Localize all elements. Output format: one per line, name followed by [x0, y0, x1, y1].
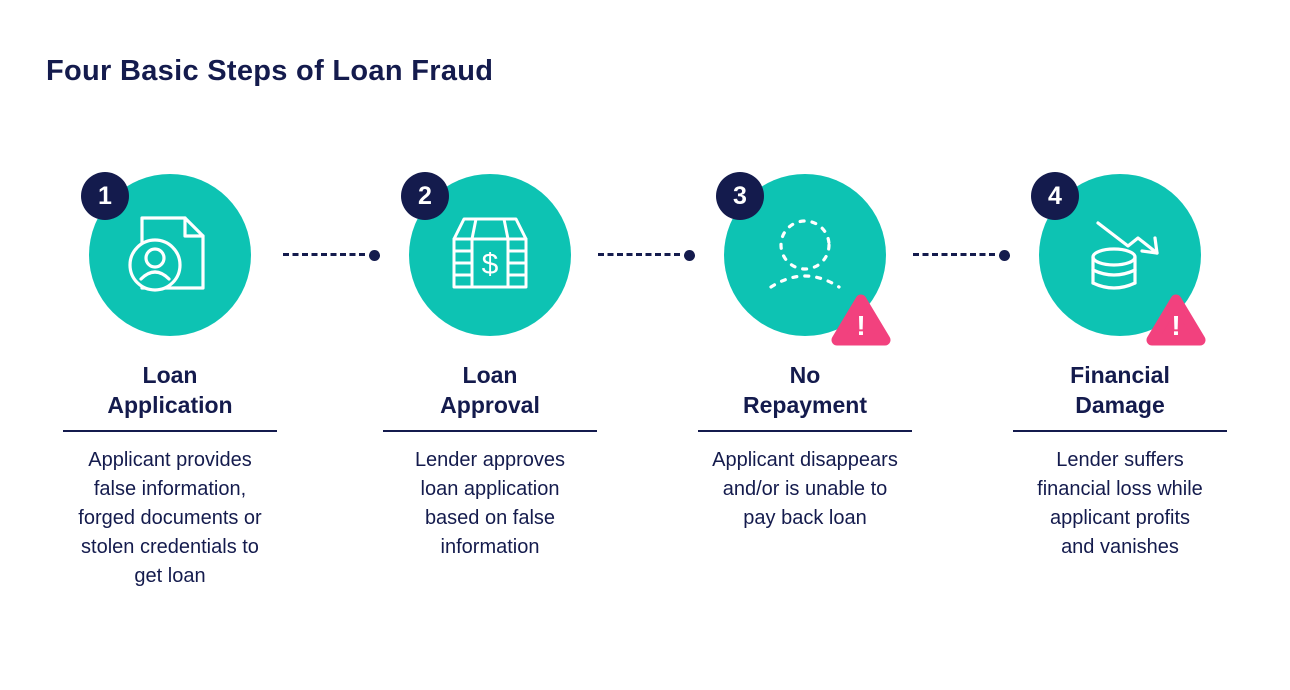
connector-dot — [999, 250, 1010, 261]
step-financial-damage: 4 ! Financial Damage Lender suffers fina… — [990, 0, 1250, 690]
step-description: Lender suffers financial loss while appl… — [1037, 449, 1203, 558]
step-title: Loan Application — [107, 362, 233, 418]
title-divider — [1013, 430, 1227, 432]
step-title: Financial Damage — [1070, 362, 1170, 418]
title-divider — [698, 430, 912, 432]
warning-exclamation: ! — [1171, 310, 1180, 341]
connector-dashes — [913, 253, 995, 256]
title-divider — [383, 430, 597, 432]
step-description: Lender approves loan application based o… — [414, 449, 566, 558]
step-title: Loan Approval — [440, 362, 540, 418]
step-number-badge: 4 — [1031, 172, 1079, 220]
missing-person-icon — [769, 219, 841, 289]
step-description: Applicant disappears and/or is unable to… — [712, 449, 898, 529]
step-number-badge: 3 — [716, 172, 764, 220]
step-loan-application: 1 Loan Application Applicant provides fa… — [40, 0, 300, 690]
money-stack-icon: $ — [452, 217, 528, 289]
connector-dot — [684, 250, 695, 261]
connector-dashes — [283, 253, 365, 256]
connector — [913, 249, 1011, 262]
step-description: Applicant provides false information, fo… — [78, 449, 262, 587]
step-title: No Repayment — [743, 362, 867, 418]
financial-decline-icon — [1091, 221, 1159, 290]
connector — [598, 249, 696, 262]
step-number-badge: 2 — [401, 172, 449, 220]
warning-exclamation: ! — [856, 310, 865, 341]
page-title: Four Basic Steps of Loan Fraud — [46, 55, 494, 87]
connector-dashes — [598, 253, 680, 256]
step-no-repayment: 3 ! No Repayment Applicant disappears an… — [675, 0, 935, 690]
document-user-icon — [128, 216, 205, 292]
connector — [283, 249, 381, 262]
connector-dot — [369, 250, 380, 261]
step-loan-approval: $ 2 Loan Approval Lender approves loan a… — [360, 0, 620, 690]
warning-triangle-icon: ! — [1146, 294, 1206, 346]
dollar-sign: $ — [482, 248, 499, 281]
title-divider — [63, 430, 277, 432]
warning-triangle-icon: ! — [831, 294, 891, 346]
step-number-badge: 1 — [81, 172, 129, 220]
